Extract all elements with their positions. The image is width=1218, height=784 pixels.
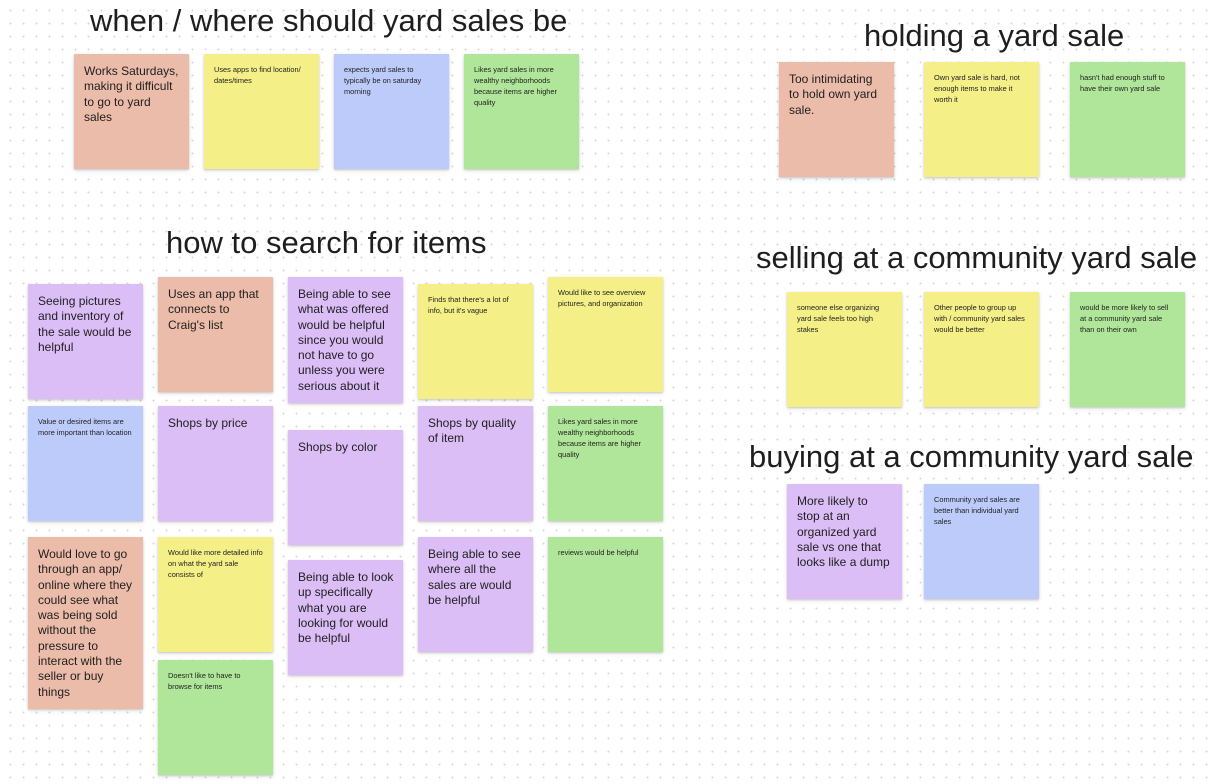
sticky-note[interactable]: Community yard sales are better than ind… [924,484,1039,599]
sticky-note-text: expects yard sales to typically be on sa… [344,65,422,96]
sticky-note-text: would be more likely to sell at a commun… [1080,303,1169,334]
section-title-when-where: when / where should yard sales be [90,3,568,38]
sticky-note-text: reviews would be helpful [558,548,639,557]
sticky-note-text: Would love to go through an app/ online … [38,547,133,699]
sticky-note[interactable]: Too intimidating to hold own yard sale. [779,62,894,177]
sticky-note[interactable]: Uses apps to find location/ dates/times [204,54,319,169]
sticky-note-text: Shops by color [298,440,378,454]
sticky-note-text: Finds that there's a lot of info, but it… [428,295,509,315]
sticky-note[interactable]: Shops by color [288,430,403,545]
sticky-note[interactable]: Would love to go through an app/ online … [28,537,143,709]
sticky-note[interactable]: Seeing pictures and inventory of the sal… [28,284,143,399]
sticky-note-text: Being able to see what was offered would… [298,287,391,393]
sticky-note-text: Would like more detailed info on what th… [168,548,263,579]
sticky-note-text: Shops by quality of item [428,416,517,446]
sticky-note-text: Works Saturdays, making it difficult to … [84,64,179,124]
sticky-note[interactable]: Value or desired items are more importan… [28,406,143,521]
section-title-holding: holding a yard sale [864,18,1125,53]
sticky-note-text: Value or desired items are more importan… [38,417,132,437]
sticky-note[interactable]: Likes yard sales in more wealthy neighbo… [464,54,579,169]
sticky-note[interactable]: Works Saturdays, making it difficult to … [74,54,189,169]
sticky-note-text: Community yard sales are better than ind… [934,495,1020,526]
sticky-note[interactable]: Own yard sale is hard, not enough items … [924,62,1039,177]
sticky-note[interactable]: Uses an app that connects to Craig's lis… [158,277,273,392]
sticky-note[interactable]: expects yard sales to typically be on sa… [334,54,449,169]
sticky-note-text: More likely to stop at an organized yard… [797,494,890,570]
sticky-note-text: someone else organizing yard sale feels … [797,303,880,334]
sticky-note-text: Uses an app that connects to Craig's lis… [168,287,259,332]
sticky-note-text: Own yard sale is hard, not enough items … [934,73,1020,104]
sticky-note[interactable]: More likely to stop at an organized yard… [787,484,902,599]
sticky-note[interactable]: someone else organizing yard sale feels … [787,292,902,407]
sticky-note-text: Too intimidating to hold own yard sale. [789,72,878,117]
section-title-buying-community: buying at a community yard sale [749,439,1194,474]
sticky-note[interactable]: Other people to group up with / communit… [924,292,1039,407]
sticky-note[interactable]: Being able to see what was offered would… [288,277,403,403]
sticky-note[interactable]: reviews would be helpful [548,537,663,652]
sticky-note[interactable]: Would like to see overview pictures, and… [548,277,663,392]
sticky-note-text: Doesn't like to have to browse for items [168,671,241,691]
sticky-note-text: Would like to see overview pictures, and… [558,288,646,308]
sticky-note-text: Being able to look up specifically what … [298,570,394,646]
sticky-note[interactable]: Shops by quality of item [418,406,533,521]
section-title-selling-community: selling at a community yard sale [756,240,1198,275]
sticky-note-text: Uses apps to find location/ dates/times [214,65,301,85]
sticky-note[interactable]: Likes yard sales in more wealthy neighbo… [548,406,663,521]
sticky-note-text: hasn't had enough stuff to have their ow… [1080,73,1165,93]
sticky-note-text: Seeing pictures and inventory of the sal… [38,294,132,354]
sticky-note[interactable]: would be more likely to sell at a commun… [1070,292,1185,407]
sticky-note-text: Likes yard sales in more wealthy neighbo… [474,65,557,107]
sticky-note-text: Being able to see where all the sales ar… [428,547,521,607]
sticky-note[interactable]: Shops by price [158,406,273,521]
section-title-search: how to search for items [166,225,487,260]
sticky-note[interactable]: Doesn't like to have to browse for items [158,660,273,775]
sticky-note-text: Likes yard sales in more wealthy neighbo… [558,417,641,459]
sticky-note[interactable]: Being able to look up specifically what … [288,560,403,675]
sticky-note[interactable]: Being able to see where all the sales ar… [418,537,533,652]
sticky-note[interactable]: Finds that there's a lot of info, but it… [418,284,533,399]
sticky-note[interactable]: Would like more detailed info on what th… [158,537,273,652]
sticky-note-text: Other people to group up with / communit… [934,303,1025,334]
sticky-note[interactable]: hasn't had enough stuff to have their ow… [1070,62,1185,177]
sticky-note-text: Shops by price [168,416,248,430]
